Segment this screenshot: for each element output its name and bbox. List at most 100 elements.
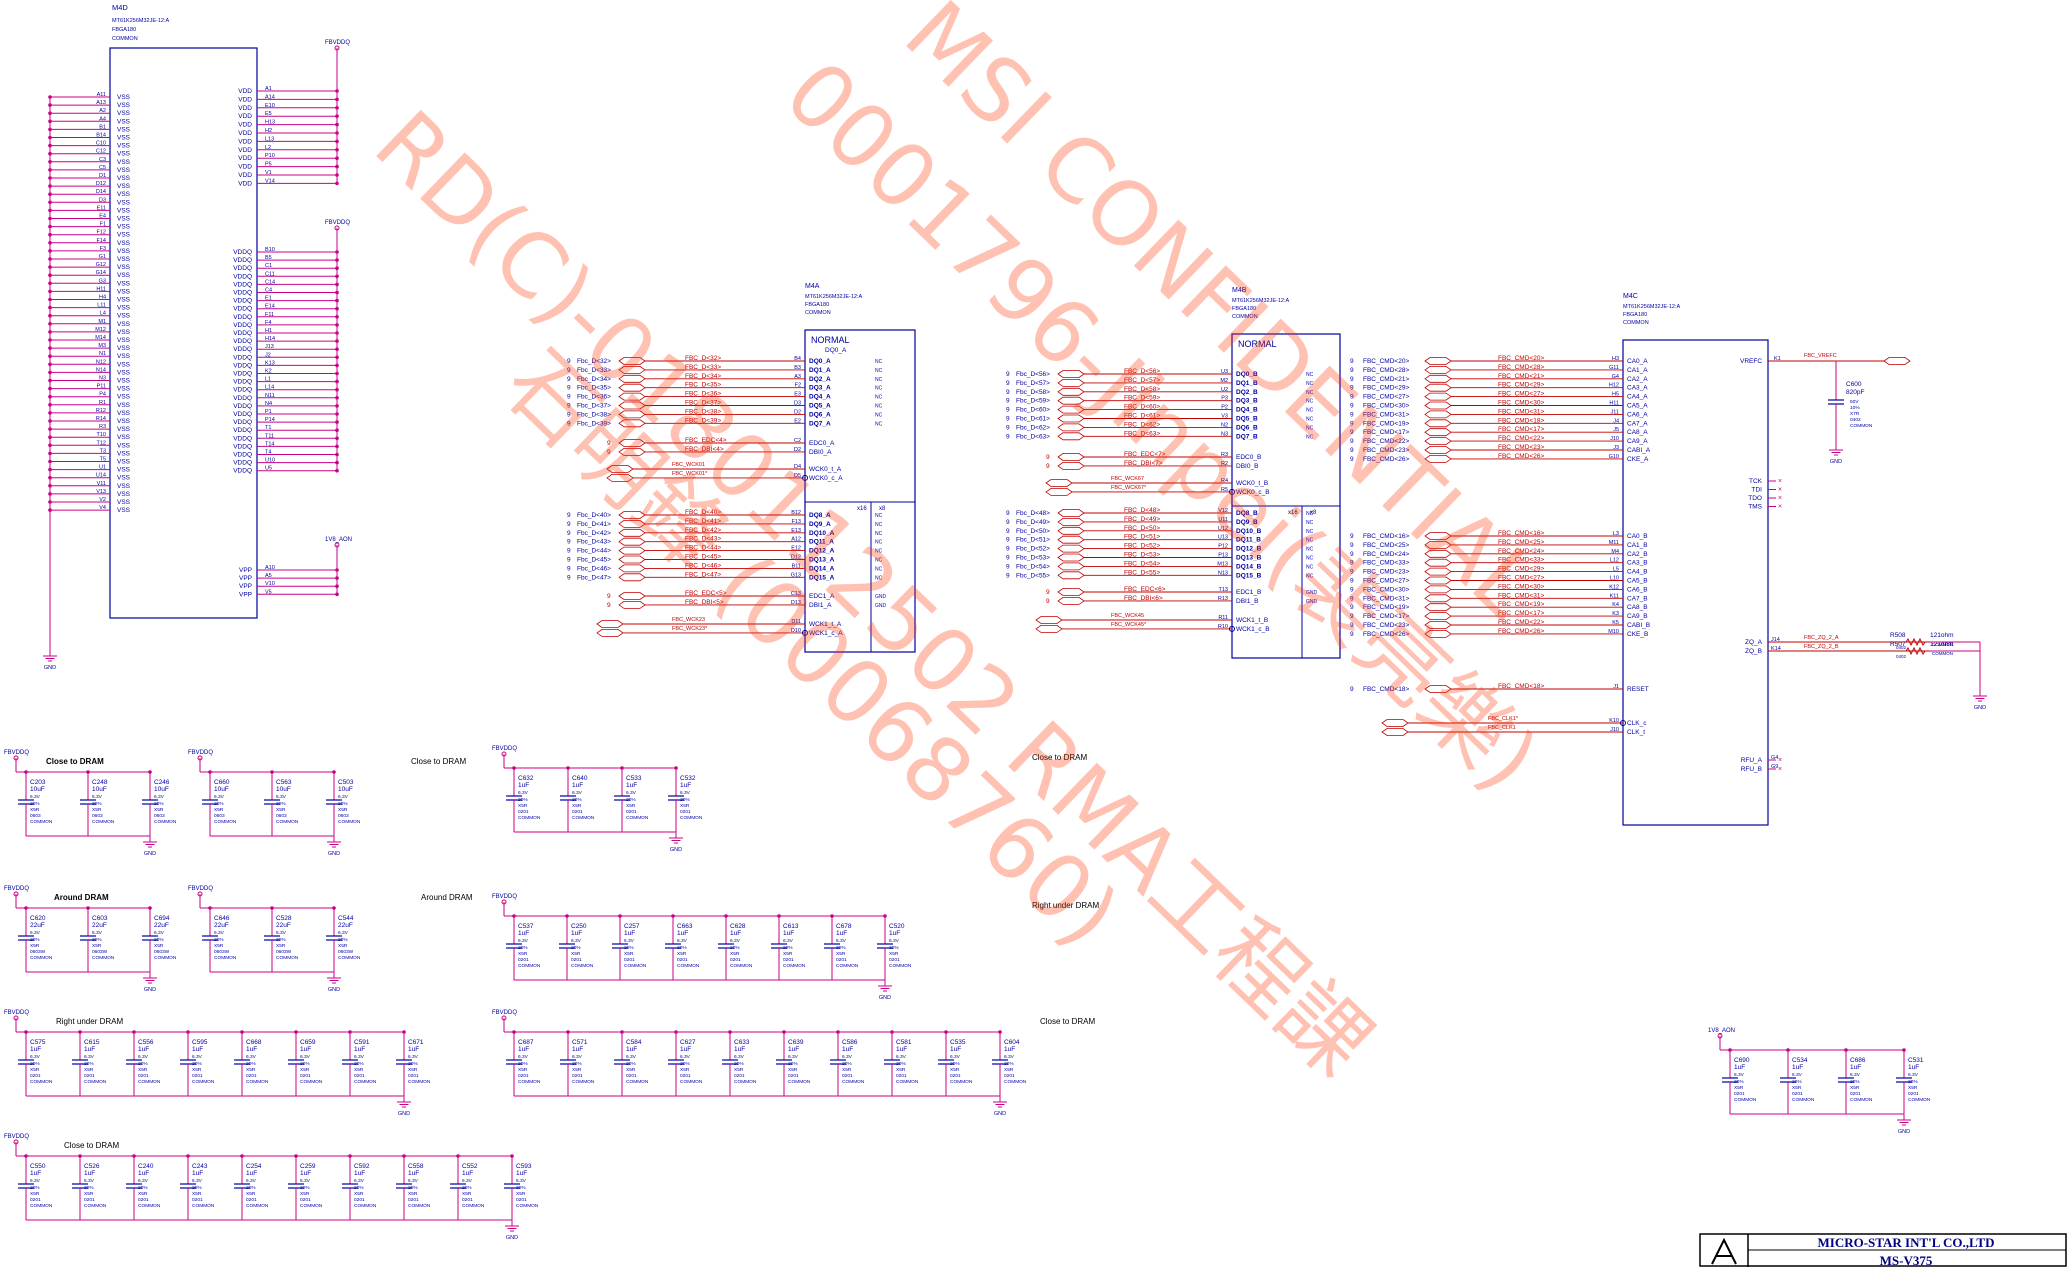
cap-node bbox=[674, 1030, 678, 1034]
c600-ground-icon: GND bbox=[1829, 444, 1843, 465]
m4a-chip-edc1-label: FBC_DBI<5> bbox=[685, 599, 724, 606]
cap-tolerance: 20% bbox=[788, 1061, 798, 1067]
cap-tolerance: 20% bbox=[680, 1061, 690, 1067]
m4c-cmd-b-label: FBC_CMD<22> bbox=[1498, 619, 1544, 626]
cap-value: 1uF bbox=[84, 1046, 95, 1053]
rail-label: FBVDDQ bbox=[4, 1134, 29, 1140]
m4a-chip-dq-hi-bus-idx: 9 bbox=[567, 548, 571, 555]
cap-tolerance: 20% bbox=[214, 801, 224, 807]
vss-ball: D1 bbox=[99, 173, 106, 179]
vddq-pin-name: VDDQ bbox=[233, 273, 252, 280]
vdd-pin-dot bbox=[335, 89, 339, 93]
cap-common: COMMON bbox=[30, 955, 53, 961]
cap-node bbox=[186, 1154, 190, 1158]
vss-ball: U14 bbox=[96, 473, 106, 479]
cap-package: 0201 bbox=[572, 1073, 583, 1079]
cap-ref: C659 bbox=[300, 1039, 316, 1046]
vddq-pin-name: VDDQ bbox=[233, 403, 252, 410]
m4b-chip-dq-hi-nc: NC bbox=[1306, 564, 1314, 570]
m4b-chip-dq-hi-ball: P13 bbox=[1218, 553, 1228, 559]
m4b-chip-wck1-label: FBC_WCK45 bbox=[1111, 613, 1144, 619]
rail-label: FBVDDQ bbox=[188, 750, 213, 756]
cap-dielectric: X5R bbox=[300, 1191, 310, 1197]
ground-label: GND bbox=[994, 1111, 1006, 1117]
cap-value: 1uF bbox=[1734, 1064, 1745, 1071]
m4a-chip-wck-pin: WCK0_t_A bbox=[809, 466, 842, 473]
m4b-chip-inv-bubble bbox=[1229, 625, 1235, 632]
cap-voltage: 6.3V bbox=[276, 930, 287, 936]
m4a-chip-dq-hi-offpage bbox=[618, 573, 646, 582]
cap-node bbox=[512, 914, 516, 918]
cap-common: COMMON bbox=[214, 955, 237, 961]
cap-ref: C520 bbox=[889, 923, 905, 930]
m4b-chip-pkg: FBGA180 bbox=[1232, 306, 1256, 312]
cap-common: COMMON bbox=[677, 963, 700, 969]
m4a-chip-wck-label: FBC_WCK01* bbox=[672, 471, 708, 477]
cap-package: 0201 bbox=[138, 1073, 149, 1079]
m4b-chip-wck-offpage bbox=[1045, 488, 1073, 496]
cap-ref: C556 bbox=[138, 1039, 154, 1046]
vpp-pin-name: VPP bbox=[239, 575, 252, 582]
vss-pin-name: VSS bbox=[117, 345, 131, 352]
m4c-pkg: FBGA180 bbox=[1623, 312, 1647, 318]
vddq-pin-dot bbox=[335, 468, 339, 473]
ground-label: GND bbox=[144, 987, 156, 993]
vddq-ball: T1 bbox=[265, 425, 271, 431]
m4b-chip-ref: M4B bbox=[1232, 287, 1247, 294]
vddq-ball: H1 bbox=[265, 328, 272, 334]
m4c-cmd-a-offpage bbox=[1424, 428, 1452, 437]
m4a-chip-dq-hi-ball: F13 bbox=[792, 519, 801, 525]
cap-ref: C603 bbox=[92, 915, 108, 922]
vddq-pin-name: VDDQ bbox=[233, 395, 252, 402]
vdd-pin-name: VDD bbox=[238, 147, 252, 154]
cap-ref: C531 bbox=[1908, 1057, 1924, 1064]
vddq-pin-name: VDDQ bbox=[233, 427, 252, 434]
m4c-cmd-a-net: FBC_CMD<20> bbox=[1363, 358, 1409, 365]
cap-common: COMMON bbox=[300, 1079, 323, 1085]
m4b-chip-dq-lo-ball: N2 bbox=[1221, 422, 1228, 428]
cap-dielectric: X5R bbox=[677, 951, 687, 957]
cap-package: 0201 bbox=[783, 957, 794, 963]
m4c-cmd-b-pin: CA7_B bbox=[1627, 595, 1648, 602]
cap-value: 1uF bbox=[516, 1170, 527, 1177]
m4c-cmd-b-ball: K4 bbox=[1612, 602, 1619, 608]
m4a-chip-dq-lo-ball: D3 bbox=[794, 401, 801, 407]
m4b-chip-dq-lo-pin: DQ1_B bbox=[1236, 380, 1258, 387]
cap-common: COMMON bbox=[626, 815, 649, 821]
cap-common: COMMON bbox=[518, 963, 541, 969]
vdd-pin-name: VDD bbox=[238, 105, 252, 112]
cap-value: 1uF bbox=[1908, 1064, 1919, 1071]
m4a-chip-dq-hi-pin: DQ8_A bbox=[809, 512, 831, 519]
m4c-cmd-b-label: FBC_CMD<25> bbox=[1498, 539, 1544, 546]
clk-label: FBC_CLK1* bbox=[1488, 716, 1519, 722]
m4a-chip-dq-hi-nc: NC bbox=[875, 531, 883, 537]
vddq-pin-name: VDDQ bbox=[233, 379, 252, 386]
m4b-chip-dq-hi-net: Fbc_D<52> bbox=[1016, 546, 1050, 553]
offpage-connector bbox=[1035, 616, 1063, 624]
cap-ref: C254 bbox=[246, 1163, 262, 1170]
bank-ground-icon: GND bbox=[505, 1220, 519, 1241]
cap-value: 1uF bbox=[138, 1170, 149, 1177]
cap-tolerance: 20% bbox=[408, 1061, 418, 1067]
vddq-pin-dot bbox=[335, 266, 339, 271]
vddq-pin-name: VDDQ bbox=[233, 452, 252, 459]
cap-ref: C532 bbox=[680, 775, 696, 782]
offpage-connector bbox=[596, 629, 624, 637]
no-connect-icon: × bbox=[1778, 495, 1782, 502]
offpage-connector bbox=[1424, 401, 1452, 410]
vss-pin-name: VSS bbox=[117, 402, 131, 409]
jtag-pin: TMS bbox=[1748, 504, 1762, 511]
m4b-chip-edc1-label: FBC_DBI<6> bbox=[1124, 595, 1163, 602]
vddq-pin-name: VDDQ bbox=[233, 362, 252, 369]
vdd-pin-name: VDD bbox=[238, 180, 252, 187]
cap-value: 1uF bbox=[246, 1046, 257, 1053]
m4a-chip-inv-bubble bbox=[802, 629, 808, 636]
cap-voltage: 6.3V bbox=[889, 938, 900, 944]
cap-common: COMMON bbox=[30, 1079, 53, 1085]
vddq-pin-dot bbox=[335, 460, 339, 465]
cap-node bbox=[208, 906, 212, 910]
